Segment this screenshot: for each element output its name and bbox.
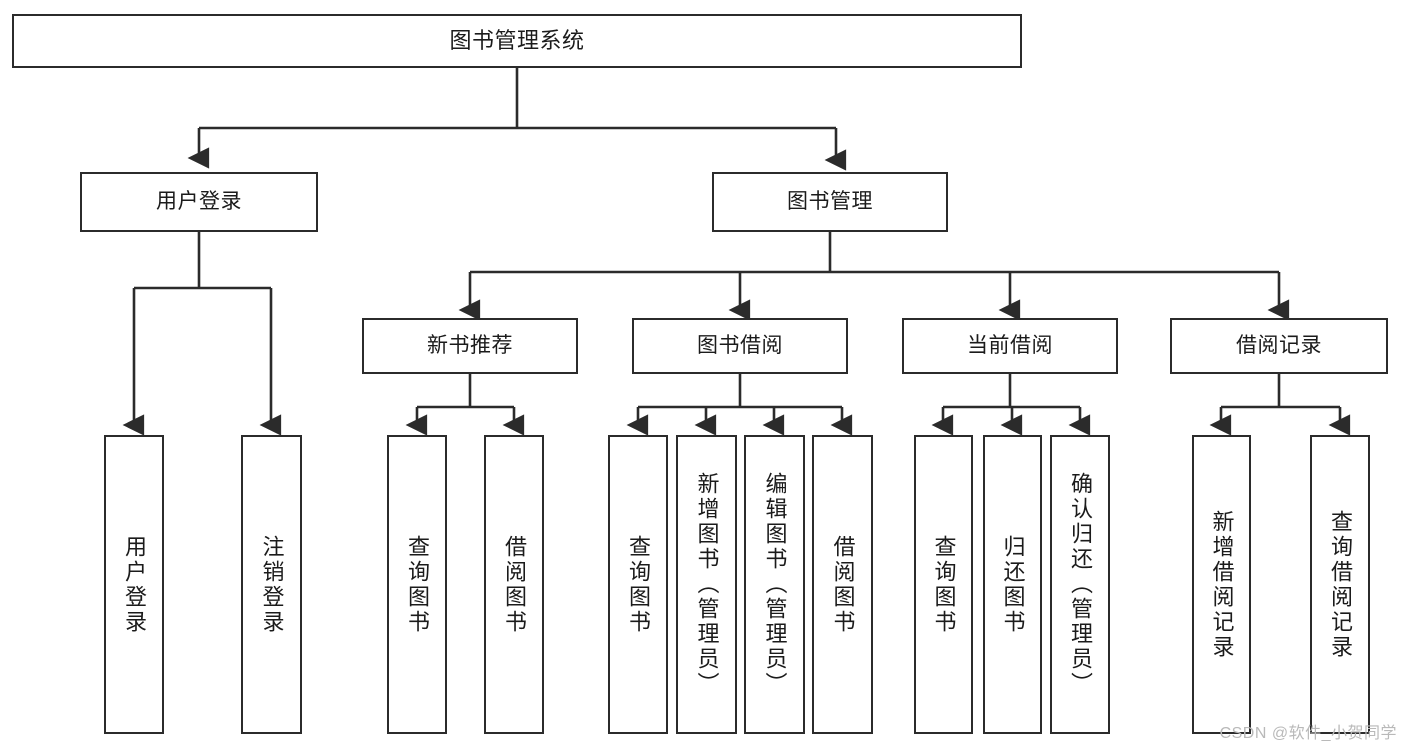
node-label: 归还图书 [1000, 534, 1026, 635]
node-label: 用户登录 [122, 534, 147, 635]
leaf-query-borrow-record[interactable]: 查询借阅记录 [1310, 435, 1370, 734]
leaf-query-book-newbook[interactable]: 查询图书 [387, 435, 447, 734]
node-label: 查询图书 [626, 534, 651, 635]
node-borrow-record[interactable]: 借阅记录 [1170, 318, 1388, 374]
node-user-login[interactable]: 用户登录 [80, 172, 318, 232]
csdn-watermark: CSDN @软件_小贺同学 [1219, 725, 1397, 742]
node-current-borrow[interactable]: 当前借阅 [902, 318, 1118, 374]
node-label: 借阅记录 [1236, 334, 1322, 358]
node-label: 图书管理 [787, 190, 873, 214]
node-label: 编辑图书（管理员） [762, 472, 788, 697]
node-label: 图书管理系统 [449, 27, 585, 53]
node-label: 新增图书（管理员） [694, 472, 720, 697]
node-book-borrow[interactable]: 图书借阅 [632, 318, 848, 374]
leaf-query-book-borrow[interactable]: 查询图书 [608, 435, 668, 734]
node-label: 注销登录 [259, 534, 285, 635]
node-label: 新增借阅记录 [1209, 509, 1235, 660]
leaf-logout[interactable]: 注销登录 [241, 435, 302, 734]
node-label: 确认归还（管理员） [1068, 472, 1093, 697]
leaf-add-borrow-record[interactable]: 新增借阅记录 [1192, 435, 1251, 734]
node-label: 新书推荐 [427, 334, 513, 358]
node-label: 当前借阅 [967, 334, 1053, 358]
node-label: 借阅图书 [502, 534, 527, 635]
node-root-library-system[interactable]: 图书管理系统 [12, 14, 1022, 68]
node-label: 借阅图书 [830, 534, 856, 635]
node-label: 用户登录 [156, 190, 242, 214]
node-label: 图书借阅 [697, 334, 783, 358]
leaf-return-book[interactable]: 归还图书 [983, 435, 1042, 734]
leaf-query-book-current[interactable]: 查询图书 [914, 435, 973, 734]
leaf-borrow-book-newbook[interactable]: 借阅图书 [484, 435, 544, 734]
node-book-management[interactable]: 图书管理 [712, 172, 948, 232]
leaf-add-book-admin[interactable]: 新增图书（管理员） [676, 435, 737, 734]
node-label: 查询借阅记录 [1328, 509, 1353, 660]
node-label: 查询图书 [931, 534, 957, 635]
leaf-user-login[interactable]: 用户登录 [104, 435, 164, 734]
node-new-book-recommend[interactable]: 新书推荐 [362, 318, 578, 374]
leaf-confirm-return-admin[interactable]: 确认归还（管理员） [1050, 435, 1110, 734]
leaf-borrow-book[interactable]: 借阅图书 [812, 435, 873, 734]
leaf-edit-book-admin[interactable]: 编辑图书（管理员） [744, 435, 805, 734]
node-label: 查询图书 [405, 534, 430, 635]
